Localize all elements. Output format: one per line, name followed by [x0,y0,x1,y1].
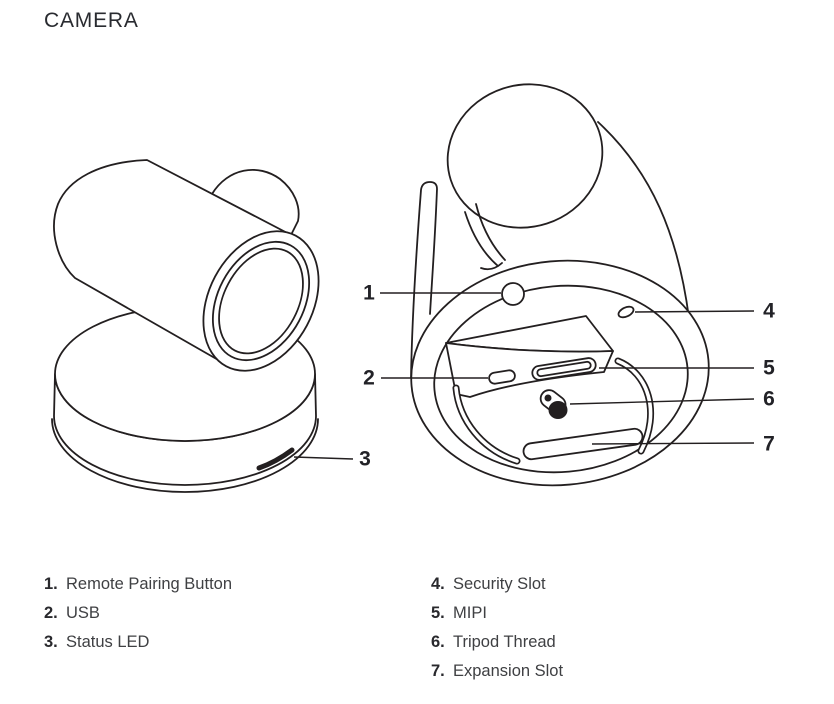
legend-item-number: 6. [431,633,445,651]
legend-item-number: 7. [431,662,445,680]
legend-item: 2. USB [44,599,232,628]
legend-item-label: Tripod Thread [453,633,556,651]
legend-item-number: 4. [431,575,445,593]
legend-item: 7. Expansion Slot [431,657,563,686]
camera-head-body [597,121,690,319]
legend-item: 5. MIPI [431,599,563,628]
legend-item-label: Status LED [66,633,150,651]
legend-item: 3. Status LED [44,628,232,657]
status-led [256,447,295,471]
legend-item-label: USB [66,604,100,622]
callout-number-3: 3 [359,447,371,471]
callout-number-4: 4 [763,299,775,323]
remote-pairing-button [501,282,525,306]
callout-line-3 [293,456,354,460]
legend-item-number: 1. [44,575,58,593]
camera-front-illustration [51,159,320,493]
legend-item-label: Security Slot [453,575,546,593]
callout-line-6 [569,398,755,405]
legend-item: 1. Remote Pairing Button [44,570,232,599]
camera-bottom-illustration [410,83,710,487]
legend-column-right: 4. Security Slot 5. MIPI 6. Tripod Threa… [431,570,563,686]
tripod-thread [539,389,568,419]
callout-number-6: 6 [763,387,775,411]
callout-number-1: 1 [363,281,375,305]
security-slot [617,305,635,319]
legend-item-label: Remote Pairing Button [66,575,233,593]
mounting-grooves [452,357,654,465]
legend-item-label: Expansion Slot [453,662,564,680]
usb-port [488,369,516,385]
legend-column-left: 1. Remote Pairing Button 2. USB 3. Statu… [44,570,232,657]
callout-line-4 [634,310,755,313]
camera-rear-lobe [211,168,300,238]
legend-item-number: 2. [44,604,58,622]
tilt-hinge [464,203,506,271]
page-title: CAMERA [44,9,139,32]
legend-item-label: MIPI [453,604,487,622]
lens-rings [202,230,320,372]
legend-item: 6. Tripod Thread [431,628,563,657]
callout-number-5: 5 [763,356,775,380]
lens-ring-middle [211,240,311,362]
connector-bay-front [445,342,614,398]
mipi-slot [531,357,597,381]
callout-lines [293,292,755,460]
camera-head-lens-face [446,83,604,229]
callout-number-7: 7 [763,432,775,456]
legend-item-number: 3. [44,633,58,651]
expansion-slot [522,427,644,461]
callout-number-2: 2 [363,366,375,390]
lens-ring-inner [218,247,304,355]
legend-item-number: 5. [431,604,445,622]
mount-arm [410,181,438,379]
legend-item: 4. Security Slot [431,570,563,599]
callout-line-7 [591,442,755,445]
camera-base-foot [51,418,319,493]
